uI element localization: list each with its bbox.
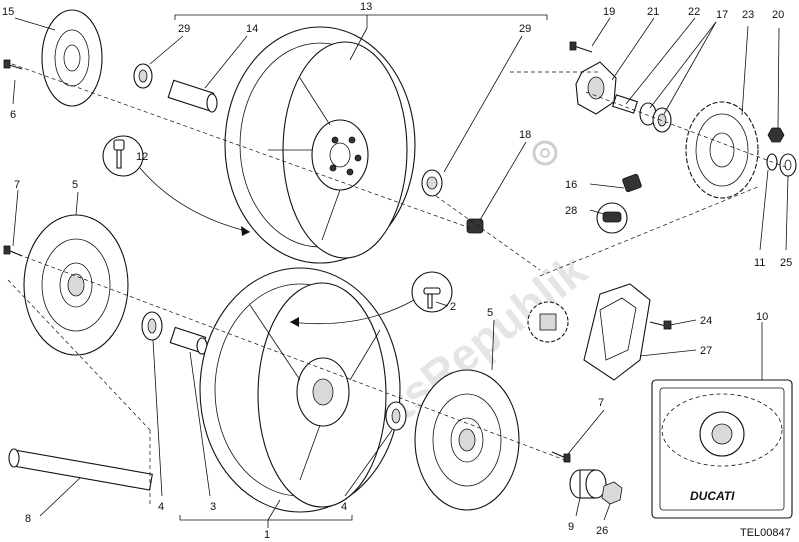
callout-24: 24 — [700, 315, 712, 327]
callout-6: 6 — [10, 109, 16, 121]
callout-17: 17 — [716, 9, 728, 21]
rear-brake-disc — [41, 9, 103, 107]
callout-29-left: 29 — [178, 23, 190, 35]
rear-wheel — [224, 26, 416, 264]
callout-25: 25 — [780, 257, 792, 269]
callout-8: 8 — [25, 513, 31, 525]
rear-spacer — [167, 79, 218, 113]
carrier-spacer — [611, 94, 639, 114]
disc-bolt-front-right — [551, 451, 571, 463]
callout-5-right: 5 — [487, 307, 493, 319]
callout-28: 28 — [565, 205, 577, 217]
drawing-code: TEL00847 — [740, 527, 791, 539]
sprocket-washer-large — [779, 153, 797, 177]
rear-bushing — [466, 218, 484, 234]
callout-26: 26 — [596, 525, 608, 537]
ducati-logo: DUCATI — [690, 489, 735, 503]
carrier-bearings — [639, 102, 672, 133]
front-bearing-right — [385, 401, 407, 431]
callout-22: 22 — [688, 6, 700, 18]
sprocket-nut — [767, 127, 785, 143]
callout-2: 2 — [450, 301, 456, 313]
callout-19: 19 — [603, 6, 615, 18]
callout-9: 9 — [568, 521, 574, 533]
callout-11: 11 — [754, 257, 765, 269]
cover-bolt — [649, 320, 672, 330]
callout-12: 12 — [136, 151, 148, 163]
front-brake-disc-right — [414, 369, 520, 511]
leader-lines — [12, 14, 789, 528]
callout-20: 20 — [772, 9, 784, 21]
rear-bearing-right — [421, 169, 443, 197]
valve-detail-bubble-front — [289, 271, 453, 327]
sprocket-stud — [569, 41, 593, 53]
valve-detail-bubble — [102, 135, 251, 236]
callout-7-left: 7 — [14, 179, 20, 191]
chain-link — [622, 173, 642, 193]
rear-sprocket — [685, 101, 759, 199]
front-spacer — [169, 326, 208, 355]
chain-clip-bubble — [596, 202, 628, 234]
rear-bearing-left — [133, 63, 153, 89]
axis-lines — [7, 63, 789, 505]
front-wheel — [199, 267, 401, 513]
callout-18: 18 — [519, 129, 531, 141]
watermark-gear-icon — [532, 140, 558, 166]
front-sprocket — [527, 301, 569, 343]
sprocket-detail-box: DUCATI — [651, 379, 793, 519]
callout-21: 21 — [647, 6, 659, 18]
front-sprocket-cover — [583, 283, 651, 381]
callout-23: 23 — [742, 9, 754, 21]
callout-29-right: 29 — [519, 23, 531, 35]
callout-5-left: 5 — [72, 179, 78, 191]
callout-4-right: 4 — [341, 501, 347, 513]
callout-10: 10 — [756, 311, 768, 323]
callout-27: 27 — [700, 345, 712, 357]
callout-15: 15 — [2, 6, 14, 18]
callout-3: 3 — [210, 501, 216, 513]
front-brake-disc-left — [23, 214, 129, 356]
axle-nut — [601, 481, 623, 505]
callout-1: 1 — [264, 529, 270, 541]
callout-16: 16 — [565, 179, 577, 191]
callout-13: 13 — [360, 1, 372, 13]
sprocket-carrier — [575, 61, 617, 115]
callout-4-left: 4 — [158, 501, 164, 513]
callout-14: 14 — [246, 23, 258, 35]
front-bearing-left — [141, 311, 163, 341]
front-axle — [8, 448, 153, 491]
callout-7-right: 7 — [598, 397, 604, 409]
disc-bolt-rear — [3, 59, 23, 70]
axle-collar — [569, 469, 607, 499]
